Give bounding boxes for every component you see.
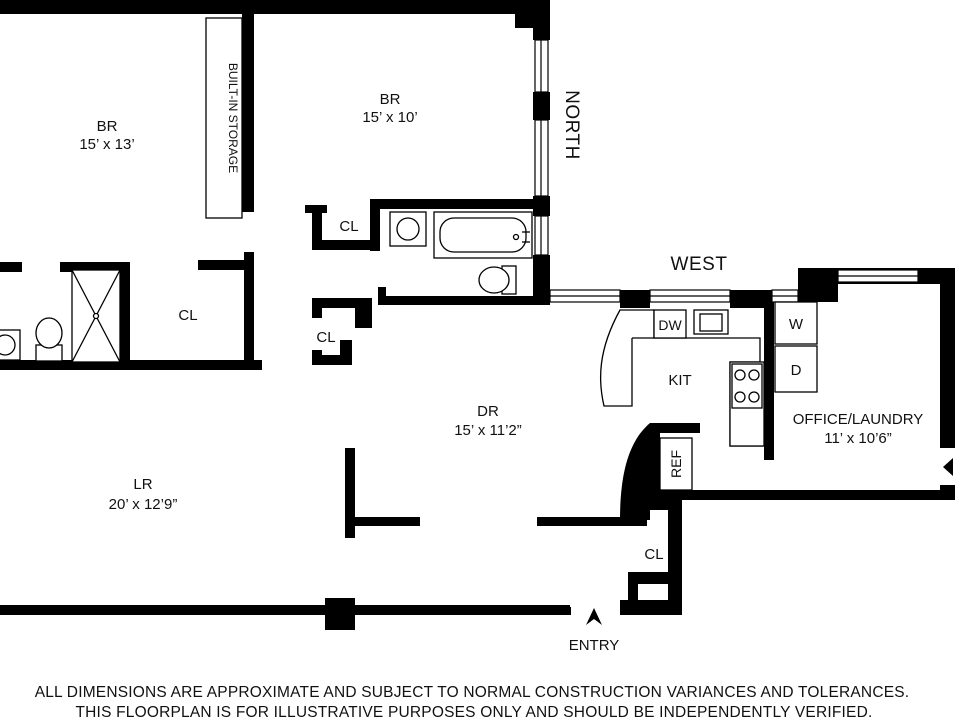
stove	[731, 363, 763, 409]
windows	[534, 39, 919, 303]
entry-arrow-icon	[586, 608, 602, 625]
dr-dim: 15’ x 11’2”	[454, 422, 522, 439]
br-north-name: BR	[380, 91, 401, 108]
disclaimer-line-2: THIS FLOORPLAN IS FOR ILLUSTRATIVE PURPO…	[75, 704, 873, 721]
kit-name: KIT	[668, 372, 691, 389]
closet-label-4: CL	[644, 546, 663, 563]
office-name: OFFICE/LAUNDRY	[793, 411, 924, 428]
lr-dim: 20’ x 12’9”	[109, 496, 178, 513]
br-west-dim: 15’ x 13’	[79, 136, 134, 153]
west-label: WEST	[671, 254, 728, 275]
br-west-name: BR	[97, 118, 118, 135]
dryer	[774, 345, 818, 393]
ref-label: REF	[668, 450, 684, 478]
br-north-dim: 15’ x 10’	[362, 109, 417, 126]
left-toilet	[35, 317, 63, 362]
dr-name: DR	[477, 403, 499, 420]
entry-label: ENTRY	[569, 637, 620, 654]
refrigerator	[659, 437, 693, 491]
washer-label: W	[789, 316, 804, 333]
dishwasher	[653, 309, 687, 339]
storage-label: BUILT-IN STORAGE	[226, 63, 240, 173]
toilet	[478, 265, 517, 295]
closet-label-2: CL	[178, 307, 197, 324]
fixtures	[0, 17, 818, 491]
closet-label-3: CL	[316, 329, 335, 346]
disclaimer-line-1: ALL DIMENSIONS ARE APPROXIMATE AND SUBJE…	[34, 684, 910, 701]
labels: BR 15’ x 13’ BR 15’ x 10’ BUILT-IN STORA…	[79, 63, 923, 654]
closet-label-1: CL	[339, 218, 358, 235]
dryer-label: D	[791, 362, 802, 379]
washer	[774, 301, 818, 345]
office-dim: 11’ x 10’6”	[824, 430, 892, 447]
north-label: NORTH	[561, 90, 582, 160]
dw-label: DW	[658, 317, 682, 333]
lr-name: LR	[133, 476, 152, 493]
built-in-storage	[205, 17, 243, 219]
